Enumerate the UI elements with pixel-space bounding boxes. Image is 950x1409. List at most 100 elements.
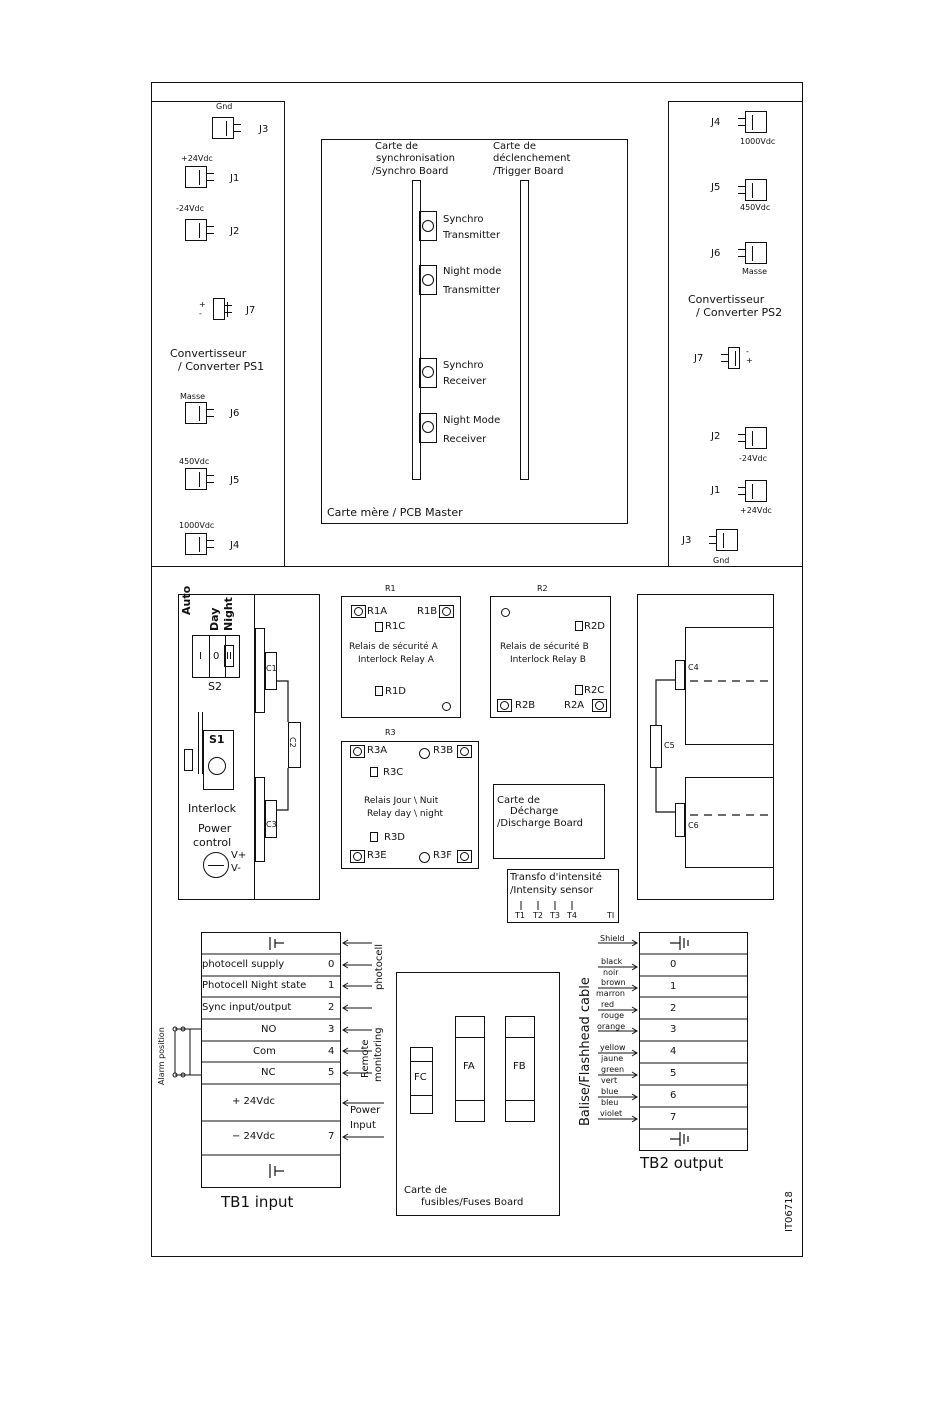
r3e-label: R3E xyxy=(367,850,387,861)
discharge-board xyxy=(493,784,605,859)
module-line2: Transmitter xyxy=(443,285,501,296)
intensity-sensor xyxy=(507,869,619,923)
fuses-line2: fusibles/Fuses Board xyxy=(421,1197,524,1208)
fuse-fa-cap-bottom xyxy=(455,1100,485,1101)
power-input-line2: Input xyxy=(350,1120,376,1131)
converter-ps2 xyxy=(668,101,803,567)
wire-noir: noir xyxy=(603,968,619,977)
frame-divider xyxy=(151,566,803,568)
tb2-num-2: 2 xyxy=(670,1003,677,1014)
r3d-terminal xyxy=(370,832,378,842)
tb1-row-minus24: − 24Vdc xyxy=(232,1131,275,1142)
led-icon xyxy=(422,366,434,378)
ps2-j1-id: J1 xyxy=(711,485,721,496)
tb1-row-com: Com xyxy=(253,1046,276,1057)
ps2-title: Convertisseur xyxy=(688,293,765,306)
ps2-j7-connector-icon xyxy=(721,347,740,369)
discharge-line1: Carte de xyxy=(497,795,540,806)
s1-label: S1 xyxy=(209,733,225,746)
tb1-arrows xyxy=(172,939,384,1141)
tb1-row-nc: NC xyxy=(261,1067,276,1078)
r2a-label: R2A xyxy=(564,700,585,711)
ps1-j3-id: J3 xyxy=(259,124,269,135)
ps2-j2-connector-icon xyxy=(738,427,767,449)
vminus-label: V- xyxy=(231,863,241,874)
r3e-terminal xyxy=(350,850,365,863)
ps2-j1-connector-icon xyxy=(738,480,767,502)
relay-dn-ref: R3 xyxy=(385,728,396,737)
led-icon xyxy=(422,274,434,286)
r2b-terminal xyxy=(497,699,512,712)
ps2-j5-connector-icon xyxy=(738,179,767,201)
interlock-relay-b xyxy=(490,596,611,718)
tb2-num-1: 1 xyxy=(670,981,677,992)
ps2-j7-id: J7 xyxy=(694,353,704,364)
wire-red: red xyxy=(601,1000,615,1009)
wire-bleu: bleu xyxy=(601,1098,619,1107)
cap-c4-label: C4 xyxy=(688,663,699,672)
cap-c1-label: C1 xyxy=(266,664,277,673)
tb1-ground-icon-bottom xyxy=(269,1164,284,1178)
fuse-fa-label: FA xyxy=(463,1061,475,1072)
terminal-icon xyxy=(354,607,363,616)
tap-t1: T1 xyxy=(515,911,525,920)
ps1-j5-connector-icon xyxy=(185,468,214,490)
terminal-icon xyxy=(442,702,451,711)
r1c-terminal xyxy=(375,622,383,632)
r3a-terminal xyxy=(350,745,365,758)
r3f-right-terminal xyxy=(457,850,472,863)
wire-violet: violet xyxy=(600,1109,623,1118)
tb2-num-7: 7 xyxy=(670,1112,677,1123)
relay-a-line2: Interlock Relay A xyxy=(358,655,434,665)
s1-interlock-switch[interactable] xyxy=(203,730,234,790)
relay-a-line1: Relais de sécurité A xyxy=(349,642,438,652)
ps1-title: Convertisseur xyxy=(170,347,247,360)
fuses-line1: Carte de xyxy=(404,1185,447,1196)
r1a-terminal xyxy=(351,605,366,618)
vplus-label: V+ xyxy=(231,850,247,861)
tb1-input-terminal-block xyxy=(201,932,341,1188)
tb1-num-4: 4 xyxy=(328,1046,335,1057)
r3f-terminal-icon xyxy=(419,852,430,863)
voltmeter-icon xyxy=(203,852,229,878)
tb1-row-photocell-night: Photocell Night state xyxy=(202,980,307,991)
fuse-fb-cap-top xyxy=(505,1037,535,1038)
tb1-num-0: 0 xyxy=(328,959,335,970)
ps2-j5-label: 450Vdc xyxy=(740,203,771,212)
cap-c2 xyxy=(288,722,301,768)
relay-a-ref: R1 xyxy=(385,584,396,593)
flashhead-cable-label: Balise/Flashhead cable xyxy=(578,977,593,1126)
interlock-relay-a xyxy=(341,596,461,718)
terminal-icon xyxy=(353,747,362,756)
s2-knob[interactable] xyxy=(209,635,226,678)
ps2-j1-label: +24Vdc xyxy=(740,506,772,515)
ps1-j6-connector-icon xyxy=(185,402,214,424)
ps1-j6-id: J6 xyxy=(230,408,240,419)
ps2-j3-connector-icon xyxy=(709,529,738,551)
ps1-j2-id: J2 xyxy=(230,226,240,237)
ps1-j4-id: J4 xyxy=(230,540,240,551)
capacitor-module-right xyxy=(637,594,774,900)
module-line1: Night mode xyxy=(443,266,502,277)
wire-marron: marron xyxy=(596,989,625,998)
ps1-j4-connector-icon xyxy=(185,533,214,555)
cap-c5-label: C5 xyxy=(664,741,675,750)
module-line1: Night Mode xyxy=(443,415,501,426)
tb2-ground-icon-bottom xyxy=(670,1132,689,1146)
r1b-label: R1B xyxy=(417,606,438,617)
cap-c5 xyxy=(650,725,662,768)
fuse-fc-cap-bottom xyxy=(410,1095,433,1096)
cap-c6-tab xyxy=(675,803,685,837)
cap-c3-body xyxy=(255,777,265,862)
r1c-label: R1C xyxy=(385,621,406,632)
cap-c1 xyxy=(265,652,277,690)
r3a-label: R3A xyxy=(367,745,388,756)
relay-day-night xyxy=(341,741,479,869)
r2d-label: R2D xyxy=(584,621,606,632)
wire-brown: brown xyxy=(601,978,626,987)
control-label: control xyxy=(193,836,232,849)
ps2-j3-id: J3 xyxy=(682,535,692,546)
cap-c6 xyxy=(685,777,774,868)
intensity-line2: /Intensity sensor xyxy=(510,885,594,896)
